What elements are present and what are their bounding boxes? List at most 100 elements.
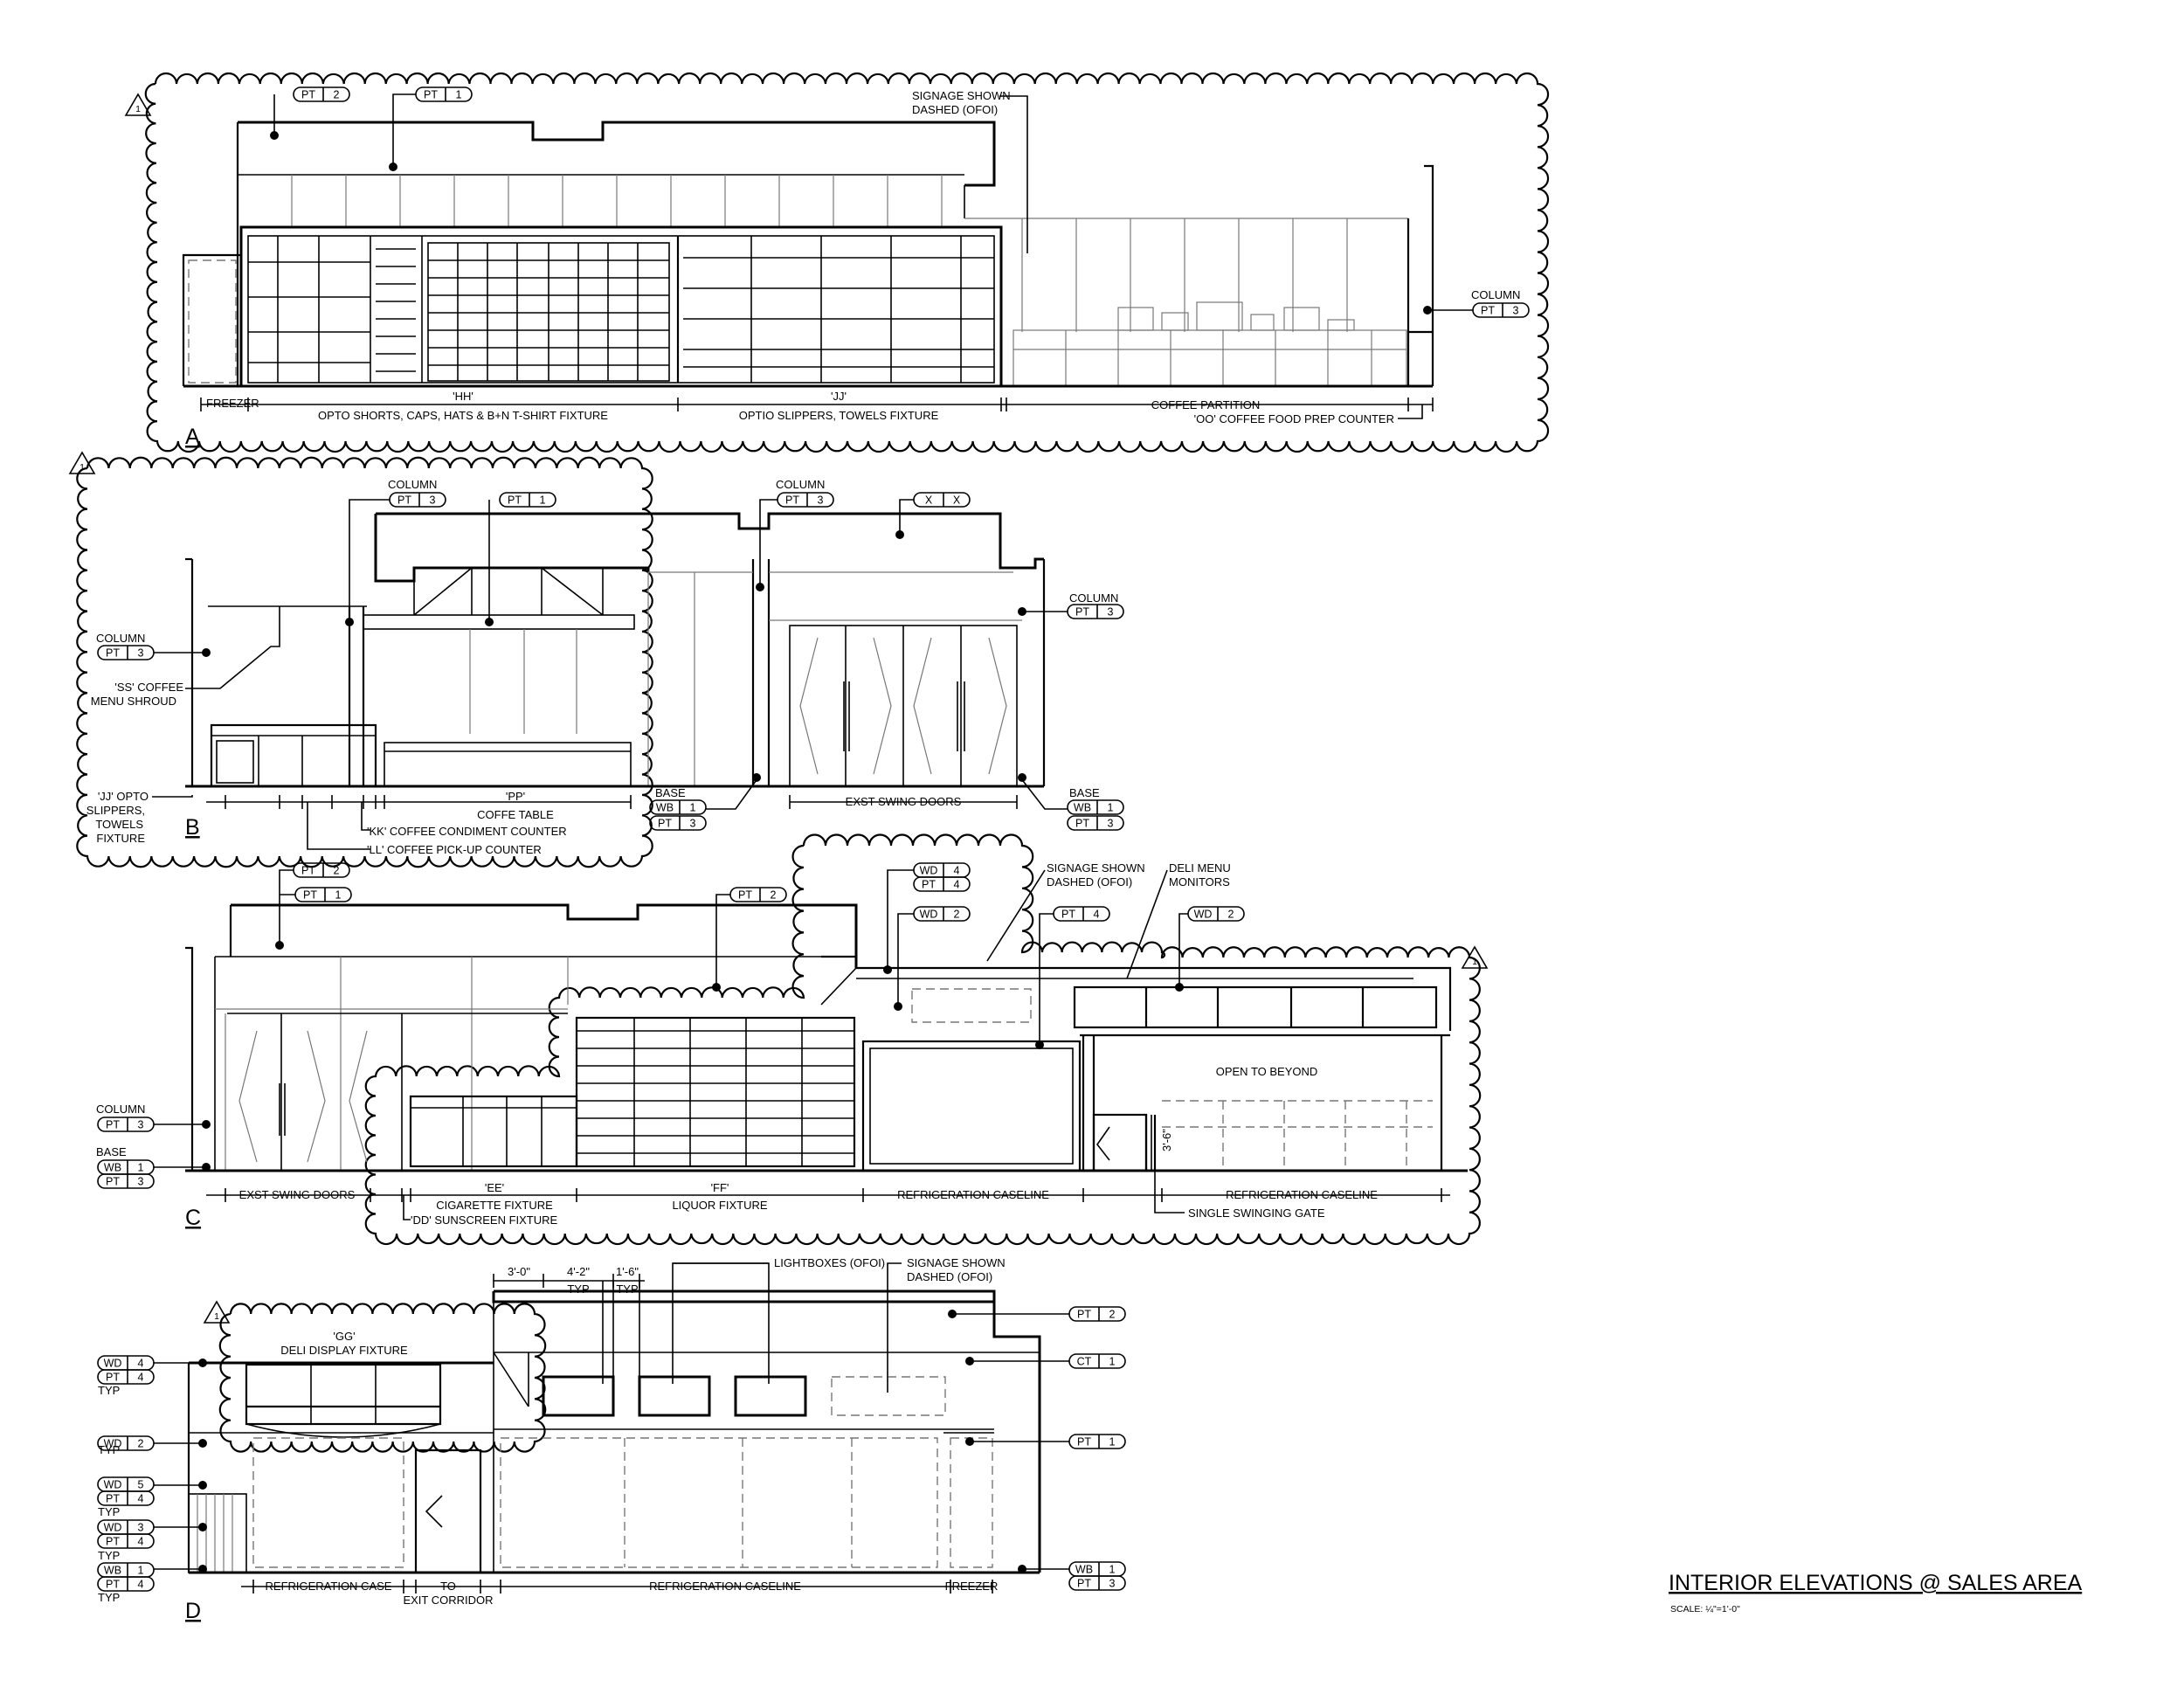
svg-text:1: 1 <box>138 1565 144 1577</box>
c-dd-label: 'DD' SUNSCREEN FIXTURE <box>411 1213 558 1227</box>
tag-pt4-c-right: PT 4 <box>1053 906 1110 922</box>
svg-text:PT: PT <box>301 89 315 101</box>
a-section-label: A <box>185 425 200 449</box>
c-base-label: BASE <box>96 1145 127 1158</box>
svg-text:X: X <box>953 494 961 507</box>
svg-text:1: 1 <box>1108 802 1114 814</box>
revision-cloud <box>364 833 1482 1246</box>
svg-text:3: 3 <box>1109 1578 1116 1590</box>
tag-wd4-c: WD 4 <box>913 862 971 878</box>
svg-text:WD: WD <box>104 1438 122 1450</box>
svg-text:WD: WD <box>920 909 938 921</box>
tag-pt1-c: PT 1 <box>294 887 352 902</box>
svg-text:PT: PT <box>785 494 799 507</box>
svg-text:WD: WD <box>1194 909 1213 921</box>
tag-xx-b: X X <box>913 492 971 508</box>
c-ff-code: 'FF' <box>711 1181 729 1194</box>
svg-text:1: 1 <box>1109 1356 1116 1368</box>
revision-triangle-d: 1 <box>203 1300 231 1324</box>
svg-text:2: 2 <box>1109 1309 1116 1321</box>
svg-text:3: 3 <box>430 494 436 507</box>
b-base-center: BASE <box>655 786 686 799</box>
b-ss-line1: 'SS' COFFEE <box>114 681 183 694</box>
c-ee-code: 'EE' <box>485 1181 504 1194</box>
d-refrig-caseline: REFRIGERATION CASELINE <box>649 1580 801 1593</box>
tag-pt3-b-top: PT 3 <box>389 492 446 508</box>
revision-clouds <box>76 72 1550 1453</box>
tag-pt4-c: PT 4 <box>913 876 971 892</box>
b-ss-line2: MENU SHROUD <box>91 695 176 708</box>
tag-pt1-b: PT 1 <box>499 492 556 508</box>
tag-pt4-d-4: PT 4 <box>97 1576 155 1592</box>
a-jj-code: 'JJ' <box>831 390 847 403</box>
b-column-top-left: COLUMN <box>388 478 437 491</box>
svg-text:2: 2 <box>334 865 340 877</box>
svg-text:PT: PT <box>1077 1578 1091 1590</box>
c-open-beyond: OPEN TO BEYOND <box>1216 1065 1318 1078</box>
c-deli-line1: DELI MENU <box>1169 861 1231 875</box>
c-gate-label: SINGLE SWINGING GATE <box>1188 1206 1325 1220</box>
d-dim-2: 4'-2" <box>567 1265 590 1278</box>
tag-pt3-b-mid-low: PT 3 <box>649 815 707 831</box>
svg-text:1: 1 <box>1472 957 1477 967</box>
svg-text:PT: PT <box>1075 606 1089 619</box>
tag-pt1-a: PT 1 <box>415 86 473 102</box>
b-doors-label: EXST SWING DOORS <box>846 795 962 808</box>
tag-wd3-d: WD 3 <box>97 1519 155 1535</box>
svg-text:3: 3 <box>1513 305 1519 317</box>
svg-text:WD: WD <box>104 1358 122 1370</box>
tag-pt2-a: PT 2 <box>293 86 350 102</box>
svg-text:1: 1 <box>1109 1564 1116 1576</box>
svg-text:WD: WD <box>104 1479 122 1491</box>
c-ee-desc: CIGARETTE FIXTURE <box>436 1199 553 1212</box>
tag-pt3-a: PT 3 <box>1472 302 1530 318</box>
c-deli-line2: MONITORS <box>1169 875 1230 888</box>
tag-wd2-d: WD 2 <box>97 1435 155 1451</box>
svg-text:4: 4 <box>1094 909 1100 921</box>
tag-pt3-b-right: PT 3 <box>1067 604 1124 619</box>
svg-text:1: 1 <box>79 462 85 473</box>
tag-wd2-c: WD 2 <box>913 906 971 922</box>
b-kk-label: 'KK' COFFEE CONDIMENT COUNTER <box>367 825 567 838</box>
svg-text:2: 2 <box>954 909 960 921</box>
d-dim-3: 1'-6" <box>616 1265 639 1278</box>
a-signage-line2: DASHED (OFOI) <box>912 103 998 116</box>
svg-text:PT: PT <box>1061 909 1075 921</box>
material-tags: PT 2 PT 1 PT 3 PT 3 PT 3 PT 1 <box>97 86 1530 1592</box>
tag-pt3-b-right-low: PT 3 <box>1067 815 1124 831</box>
tag-pt4-d-3: PT 4 <box>97 1533 155 1549</box>
d-dim-1: 3'-0" <box>508 1265 530 1278</box>
d-signage-line2: DASHED (OFOI) <box>907 1270 992 1283</box>
d-typ-1: TYP <box>98 1384 120 1397</box>
b-jj-line4: FIXTURE <box>96 832 145 845</box>
d-typ-3: TYP <box>98 1505 120 1518</box>
svg-text:PT: PT <box>106 1176 120 1188</box>
tag-pt2-c: PT 2 <box>293 862 350 878</box>
svg-text:4: 4 <box>138 1493 144 1505</box>
tag-wb1-d-right: WB 1 <box>1068 1561 1126 1577</box>
svg-text:4: 4 <box>138 1372 144 1384</box>
d-refrig-case: REFRIGERATION CASE <box>266 1580 392 1593</box>
svg-text:1: 1 <box>135 104 141 114</box>
sheet-title: INTERIOR ELEVATIONS @ SALES AREA <box>1669 1571 2083 1595</box>
svg-text:4: 4 <box>954 865 960 877</box>
c-refrig-label-2: REFRIGERATION CASELINE <box>1226 1188 1378 1201</box>
c-gate-dim: 3'-6" <box>1160 1129 1173 1151</box>
svg-text:PT: PT <box>1075 818 1089 830</box>
d-lightboxes: LIGHTBOXES (OFOI) <box>774 1256 885 1269</box>
d-exit-corridor: EXIT CORRIDOR <box>403 1594 493 1607</box>
svg-text:PT: PT <box>1077 1436 1091 1448</box>
svg-text:4: 4 <box>954 879 960 891</box>
b-column-right: COLUMN <box>1069 591 1118 605</box>
elevation-c: OPEN TO BEYOND 3'-6" EXST SWING DOORS 'E… <box>96 861 1468 1230</box>
svg-text:PT: PT <box>301 865 315 877</box>
svg-text:X: X <box>925 494 933 507</box>
svg-text:2: 2 <box>1228 909 1234 921</box>
a-column-label: COLUMN <box>1471 288 1520 301</box>
svg-text:WD: WD <box>920 865 938 877</box>
tag-pt3-c-col: PT 3 <box>97 1117 155 1132</box>
svg-text:PT: PT <box>303 889 317 902</box>
svg-text:3: 3 <box>138 647 144 660</box>
svg-text:4: 4 <box>138 1536 144 1548</box>
tag-wb1-b-right: WB 1 <box>1067 799 1124 815</box>
